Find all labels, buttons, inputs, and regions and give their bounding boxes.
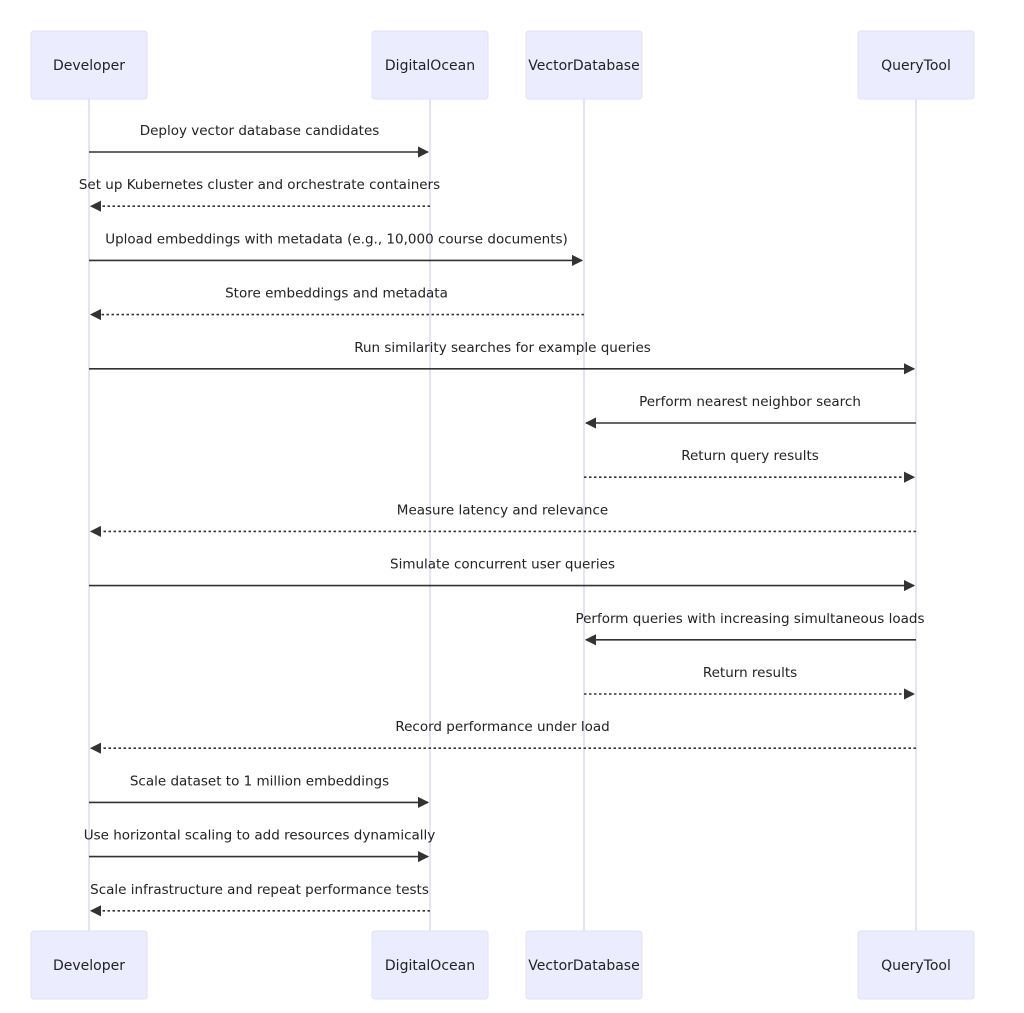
message-label: Return query results [681,448,819,464]
actor-digitalocean-bottom: DigitalOcean [371,930,489,1000]
message-label: Perform nearest neighbor search [639,394,861,410]
message: Perform nearest neighbor search [584,394,916,429]
message: Deploy vector database candidates [89,123,430,158]
actor-box [525,930,643,1000]
message: Simulate concurrent user queries [89,557,916,592]
message-label: Perform queries with increasing simultan… [575,611,924,627]
actor-vectordatabase-bottom: VectorDatabase [525,930,643,1000]
actor-box [30,930,148,1000]
message: Upload embeddings with metadata (e.g., 1… [89,231,584,266]
message: Set up Kubernetes cluster and orchestrat… [79,177,440,212]
message: Scale dataset to 1 million embeddings [89,773,430,809]
actor-querytool-bottom: QueryTool [857,930,975,1000]
actor-developer-top: Developer [30,30,148,100]
message: Perform queries with increasing simultan… [575,611,925,646]
actor-box [371,930,489,1000]
message-label: Return results [703,665,797,681]
message-label: Set up Kubernetes cluster and orchestrat… [79,177,440,193]
message: Scale infrastructure and repeat performa… [89,882,430,917]
actor-label: Developer [53,58,125,74]
actor-label: Developer [53,958,125,974]
actor-developer-bottom: Developer [30,930,148,1000]
message-label: Simulate concurrent user queries [390,557,615,573]
actor-label: QueryTool [881,958,951,974]
actor-box [525,30,643,100]
actor-box [371,30,489,100]
message: Use horizontal scaling to add resources … [84,828,436,863]
message-label: Scale infrastructure and repeat performa… [90,882,429,898]
message-label: Use horizontal scaling to add resources … [84,828,436,844]
actor-box [857,30,975,100]
actor-box [857,930,975,1000]
message: Return results [584,665,916,700]
actor-label: VectorDatabase [528,958,639,974]
actor-label: VectorDatabase [528,58,639,74]
message-label: Store embeddings and metadata [225,286,448,302]
message-label: Record performance under load [395,719,609,735]
actor-vectordatabase-top: VectorDatabase [525,30,643,100]
actor-label: QueryTool [881,58,951,74]
message: Store embeddings and metadata [89,286,584,321]
message: Run similarity searches for example quer… [89,340,916,375]
actor-digitalocean-top: DigitalOcean [371,30,489,100]
message-label: Run similarity searches for example quer… [354,340,651,356]
message: Record performance under load [89,719,916,754]
message: Return query results [584,448,916,483]
actor-querytool-top: QueryTool [857,30,975,100]
message-label: Measure latency and relevance [397,502,608,518]
message-label: Upload embeddings with metadata (e.g., 1… [105,231,568,247]
actor-box [30,30,148,100]
message-label: Scale dataset to 1 million embeddings [130,773,389,789]
actor-label: DigitalOcean [385,958,475,974]
message-label: Deploy vector database candidates [140,123,380,139]
actor-label: DigitalOcean [385,58,475,74]
message: Measure latency and relevance [89,502,916,538]
